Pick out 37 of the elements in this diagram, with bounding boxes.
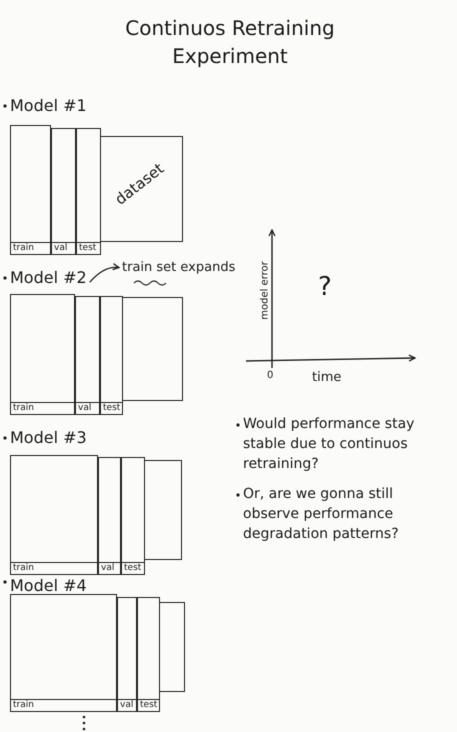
split-label: val [118, 699, 136, 711]
note-text: Or, are we gonna still observe performance degradation patterns? [243, 485, 400, 544]
split-label: test [138, 699, 159, 711]
split-label: train [11, 699, 116, 711]
annotation-text: train set expands [122, 260, 236, 275]
split-column [51, 128, 76, 255]
split-column [98, 457, 121, 575]
split-column [10, 125, 51, 255]
axis-label: model error [260, 260, 270, 322]
model-heading: Model #3 [10, 428, 87, 447]
split-label: val [52, 242, 75, 254]
split-column [121, 457, 145, 575]
axis-label: time [312, 370, 342, 385]
split-column [10, 294, 75, 415]
split-column [10, 455, 98, 575]
split-column [75, 296, 100, 415]
split-label: train [11, 242, 50, 254]
note-text: Would performance stay stable due to continuos retraining? [243, 415, 416, 474]
model-heading: Model #1 [10, 96, 87, 115]
model-heading: Model #2 [10, 268, 87, 287]
axis-origin-label: 0 [267, 370, 274, 381]
split-label: test [101, 402, 122, 414]
split-column [100, 296, 123, 415]
split-label: val [76, 402, 99, 414]
title: Continuos Retraining Experiment [124, 15, 336, 70]
question-mark: ? [318, 272, 332, 302]
split-column [137, 597, 160, 712]
arrow [89, 263, 120, 283]
split-label: train [11, 562, 97, 574]
split-label: test [77, 242, 100, 254]
split-label: val [99, 562, 120, 574]
split-column [117, 597, 137, 712]
model-heading: Model #4 [10, 576, 87, 595]
split-column [10, 594, 117, 712]
split-label: train [11, 402, 74, 414]
split-label: test [122, 562, 144, 574]
split-column [76, 128, 101, 255]
